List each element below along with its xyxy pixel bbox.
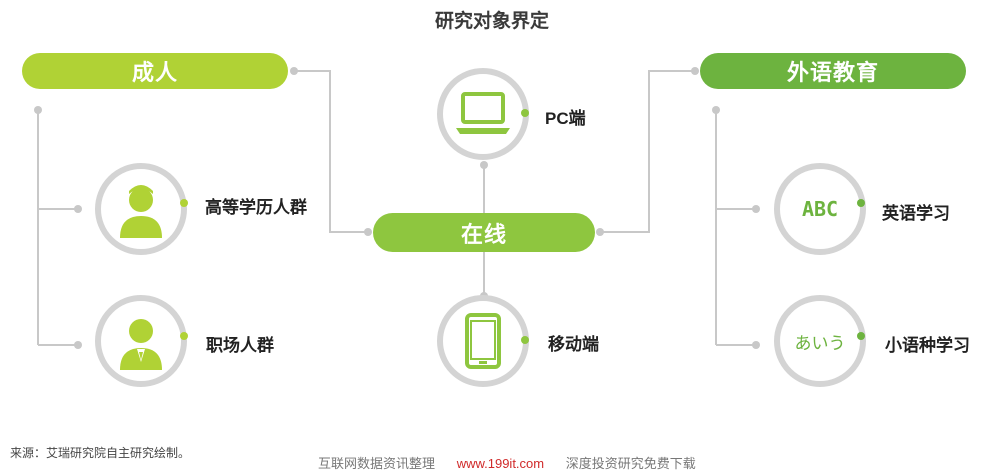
professional-label: 职场人群 [206,336,274,355]
minor-language-dot [857,332,865,340]
student-dot [180,199,188,207]
kana-icon: あいう [794,333,846,354]
watermark-site: www.199it.com [456,456,545,471]
laptop-icon [456,92,510,134]
minor-language-label: 小语种学习 [885,336,970,355]
source-note: 来源：艾瑞研究院自主研究绘制。 [10,446,191,460]
category-adult-label: 成人 [131,60,178,85]
student-icon [120,185,162,238]
diagram-title: 研究对象界定 [434,11,549,32]
english-label: 英语学习 [882,204,950,223]
abc-icon: ABC [801,197,839,221]
student-icon-circle [95,163,187,255]
tablet-icon [465,313,501,369]
tablet-icon-circle [437,295,529,387]
mobile-label: 移动端 [548,335,599,354]
category-language-label: 外语教育 [786,60,879,85]
professional-dot [180,332,188,340]
category-online-pill: 在线 [373,213,595,252]
student-label: 高等学历人群 [205,198,307,217]
category-language-pill: 外语教育 [700,53,966,89]
professional-icon-circle [95,295,187,387]
category-online-label: 在线 [460,221,507,247]
mobile-dot [521,336,529,344]
pc-dot [521,109,529,117]
kana-icon-circle: あいう [774,295,866,387]
laptop-icon-circle [437,68,529,160]
watermark-text: 互联网数据资讯整理 www.199it.com 深度投资研究免费下载 [318,453,696,472]
abc-icon-circle: ABC [774,163,866,255]
english-dot [857,199,865,207]
pc-label: PC端 [545,109,586,128]
category-adult-pill: 成人 [22,53,288,89]
watermark-suffix: 深度投资研究免费下载 [565,456,696,471]
professional-icon [120,319,162,370]
watermark-prefix: 互联网数据资讯整理 [318,456,436,471]
